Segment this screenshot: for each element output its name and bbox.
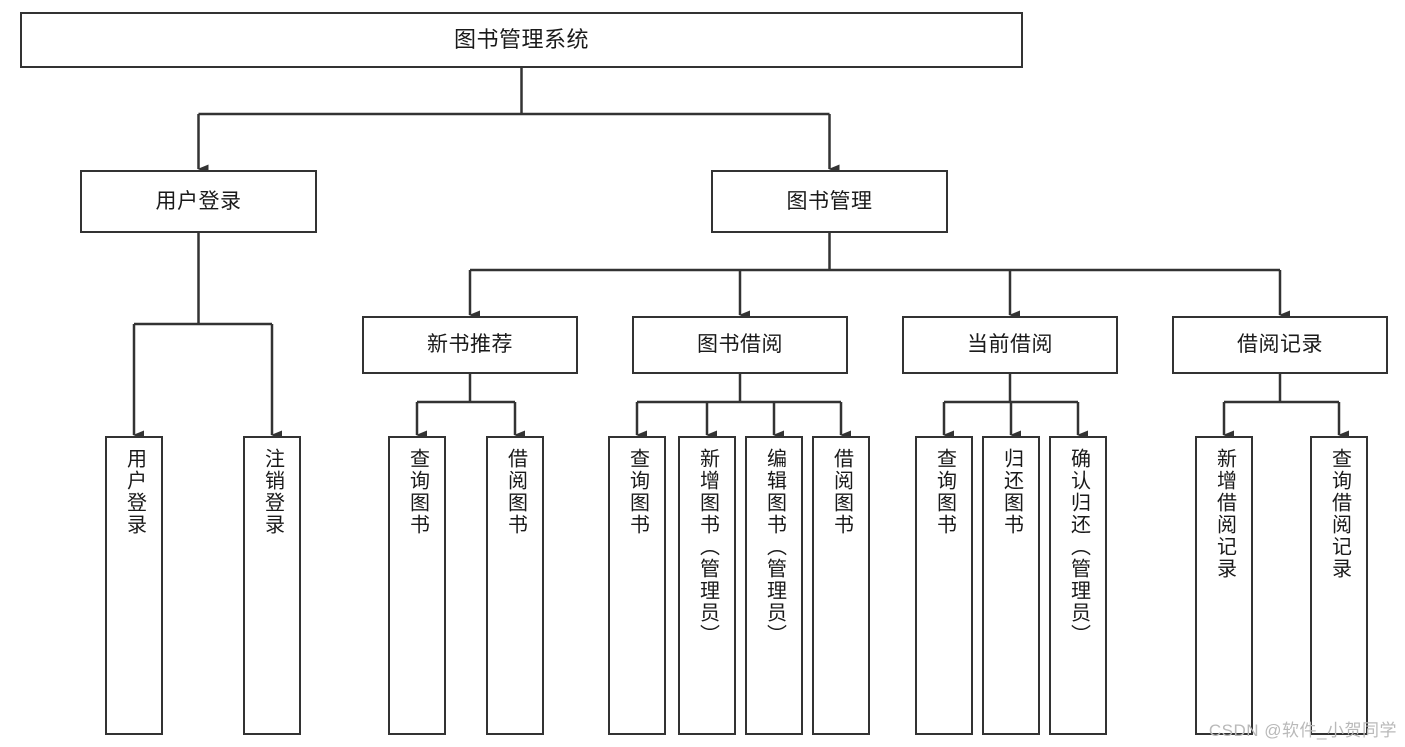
node-label: 图书借阅 [697,333,783,357]
node-label: 图书管理系统 [453,26,589,52]
node-label: 用户登录 [155,189,242,213]
node-user-login[interactable]: 用户登录 [80,170,317,233]
edge-group [132,68,1349,440]
node-label: 确认归还（管理员） [1067,448,1090,646]
node-leaf-bb-add[interactable]: 新增图书（管理员） [678,436,736,735]
node-label: 新书推荐 [427,333,513,357]
node-label: 查询图书 [626,448,649,536]
node-label: 注销登录 [261,448,284,536]
node-leaf-cb-confirm[interactable]: 确认归还（管理员） [1049,436,1107,735]
node-label: 查询图书 [406,448,429,536]
node-label: 新增借阅记录 [1213,448,1236,580]
node-current-borrow[interactable]: 当前借阅 [902,316,1118,374]
node-new-book-rec[interactable]: 新书推荐 [362,316,578,374]
node-book-borrow[interactable]: 图书借阅 [632,316,848,374]
node-root[interactable]: 图书管理系统 [20,12,1023,68]
node-label: 当前借阅 [967,333,1053,357]
node-leaf-cb-return[interactable]: 归还图书 [982,436,1040,735]
node-label: 查询借阅记录 [1328,448,1351,580]
node-leaf-br-add[interactable]: 新增借阅记录 [1195,436,1253,735]
node-label: 编辑图书（管理员） [763,448,786,646]
node-leaf-user-logout[interactable]: 注销登录 [243,436,301,735]
node-leaf-rec-borrow[interactable]: 借阅图书 [486,436,544,735]
node-leaf-user-login[interactable]: 用户登录 [105,436,163,735]
node-leaf-bb-query[interactable]: 查询图书 [608,436,666,735]
node-label: 借阅图书 [830,448,853,536]
node-leaf-bb-edit[interactable]: 编辑图书（管理员） [745,436,803,735]
node-leaf-cb-query[interactable]: 查询图书 [915,436,973,735]
node-label: 新增图书（管理员） [696,448,719,646]
node-label: 归还图书 [1000,448,1023,536]
node-leaf-rec-query[interactable]: 查询图书 [388,436,446,735]
node-leaf-bb-borrow[interactable]: 借阅图书 [812,436,870,735]
node-label: 用户登录 [123,448,146,536]
node-label: 借阅记录 [1237,333,1323,357]
node-book-manage[interactable]: 图书管理 [711,170,948,233]
node-label: 图书管理 [786,189,873,213]
node-label: 查询图书 [933,448,956,536]
node-leaf-br-query[interactable]: 查询借阅记录 [1310,436,1368,735]
node-label: 借阅图书 [504,448,527,536]
node-borrow-record[interactable]: 借阅记录 [1172,316,1388,374]
watermark-label: CSDN @软件_小贺同学 [1208,721,1397,740]
